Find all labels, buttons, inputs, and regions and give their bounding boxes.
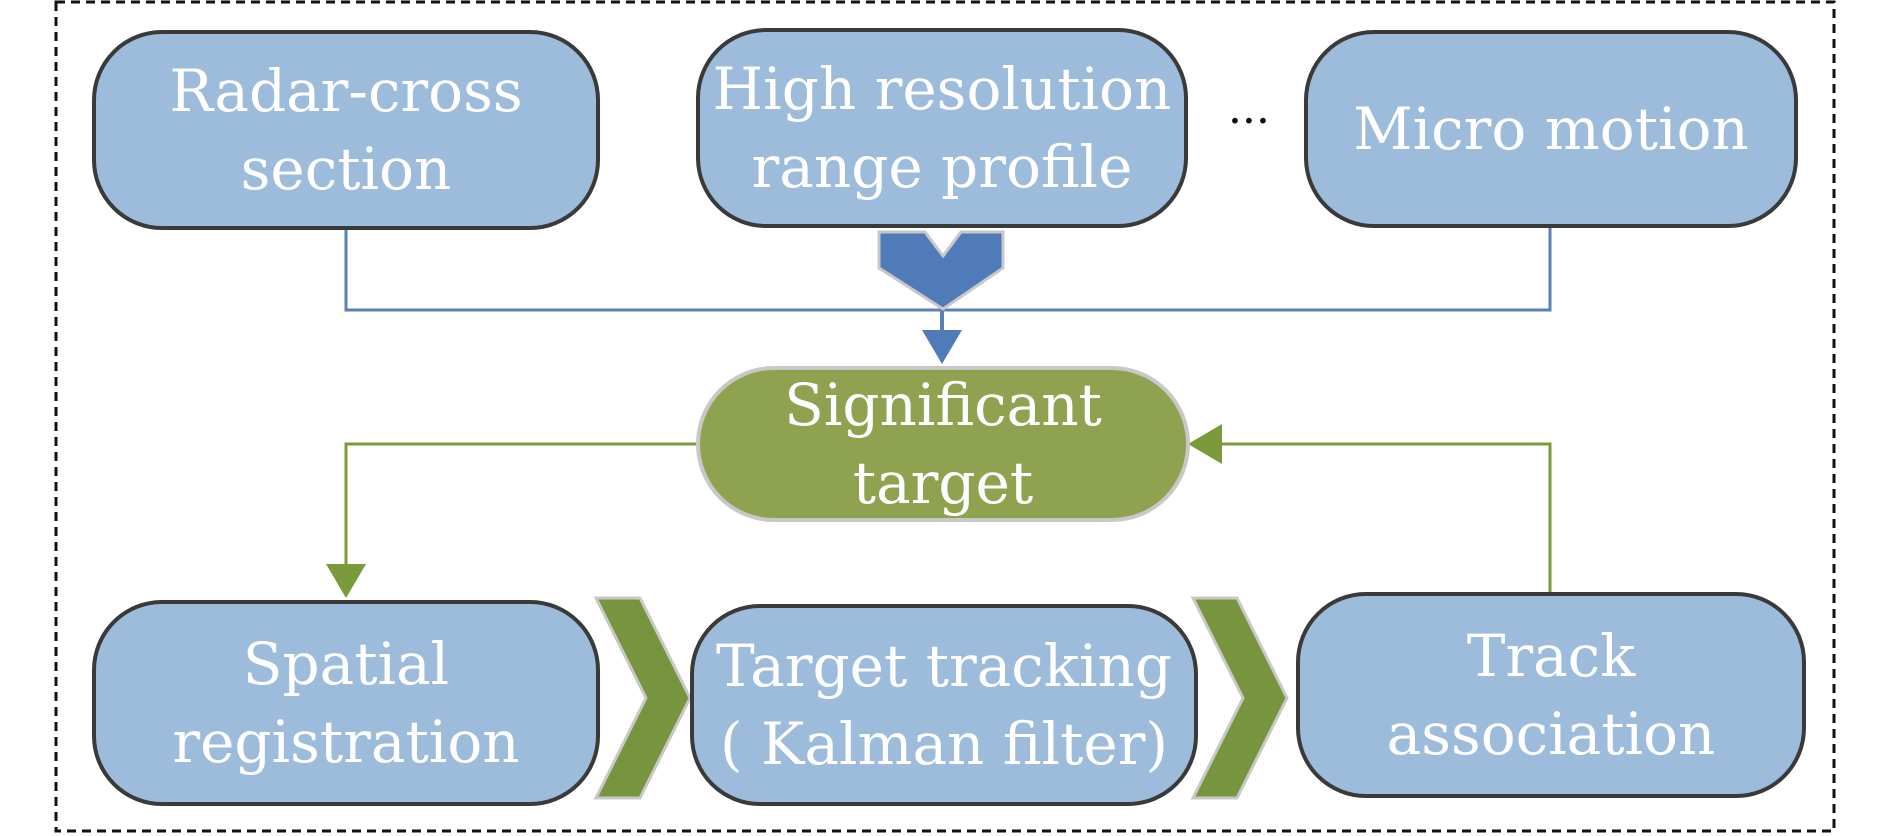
label-spatial-registration: Spatial registration bbox=[172, 630, 520, 776]
box-high-resolution-range-profile: High resolution range profile bbox=[696, 28, 1188, 228]
box-track-association: Track association bbox=[1296, 592, 1806, 798]
box-significant-target: Significant target bbox=[696, 366, 1190, 522]
label-micro-motion: Micro motion bbox=[1353, 95, 1749, 163]
label-target-tracking: Target tracking ( Kalman filter) bbox=[716, 632, 1172, 778]
label-significant-target: Significant target bbox=[784, 371, 1102, 517]
box-spatial-registration: Spatial registration bbox=[92, 600, 600, 806]
arrow-head-icon bbox=[922, 330, 962, 364]
label-radar-cross-section: Radar-cross section bbox=[169, 57, 523, 203]
box-target-tracking: Target tracking ( Kalman filter) bbox=[690, 604, 1198, 806]
dashed-frame bbox=[54, 0, 1836, 833]
arrow-head-icon bbox=[1188, 424, 1222, 464]
label-high-resolution-range-profile: High resolution range profile bbox=[712, 55, 1172, 201]
connector-micro-to-bus bbox=[942, 228, 1552, 312]
chevron-right-icon bbox=[593, 596, 692, 800]
arrow-head-icon bbox=[326, 564, 366, 598]
ellipsis-more-features: ··· bbox=[1228, 96, 1270, 147]
box-micro-motion: Micro motion bbox=[1304, 30, 1798, 228]
chevron-right-icon bbox=[1190, 596, 1289, 800]
chevron-down-icon bbox=[877, 230, 1005, 311]
connector-rcs-to-bus bbox=[344, 228, 942, 312]
box-radar-cross-section: Radar-cross section bbox=[92, 30, 600, 230]
connector-target-to-spatial bbox=[344, 442, 698, 566]
label-track-association: Track association bbox=[1386, 622, 1716, 768]
connector-association-to-target bbox=[1220, 442, 1552, 592]
